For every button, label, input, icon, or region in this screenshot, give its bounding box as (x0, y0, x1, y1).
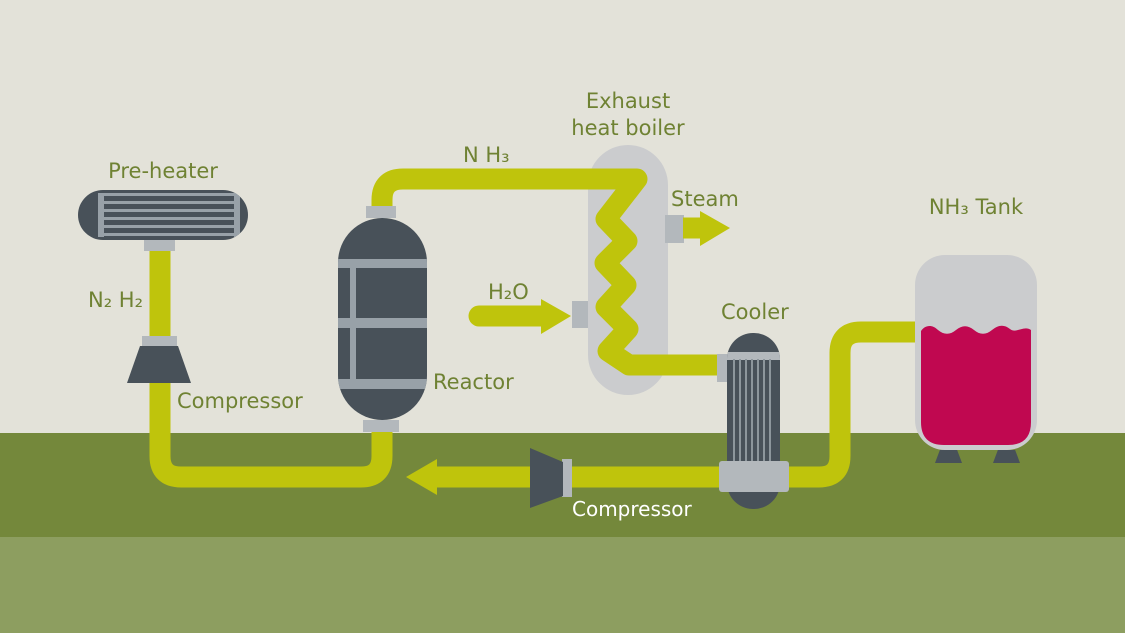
label-reactor: Reactor (433, 370, 514, 394)
label-nh3-line: N H₃ (463, 143, 510, 167)
nh3-tank-body (915, 255, 1037, 450)
ground-light-strip (0, 537, 1125, 633)
h2o-arrowhead (541, 299, 571, 334)
label-recycle-compressor: Compressor (572, 497, 692, 521)
cooler-bottom-band (719, 461, 789, 492)
steam-arrowhead (700, 211, 730, 246)
reactor-band-top (338, 259, 427, 268)
exhaust-heat-boiler-vessel (588, 145, 668, 395)
reactor-top-flange (366, 206, 396, 218)
reactor-band-bottom (338, 379, 427, 389)
label-exhaust-heat-boiler-line2: heat boiler (571, 116, 685, 140)
label-n2-h2: N₂ H₂ (88, 288, 144, 312)
pre-heater-body (78, 190, 248, 240)
reactor-bottom-flange (363, 420, 399, 432)
reactor-band-middle (338, 318, 427, 328)
pre-heater-nozzle (144, 240, 175, 251)
label-h2o: H₂O (488, 280, 529, 304)
label-exhaust-heat-boiler: Exhaust heat boiler (538, 88, 718, 142)
pre-heater-tubes (98, 193, 240, 237)
label-pre-heater: Pre-heater (108, 159, 218, 183)
label-feed-compressor: Compressor (177, 389, 303, 413)
cooler-inlet-flange (717, 354, 729, 382)
reactor-body (338, 218, 427, 420)
label-steam: Steam (671, 187, 739, 211)
cooler-top-band (727, 352, 780, 360)
feed-compressor-flange (142, 336, 177, 346)
cooler-fins (733, 359, 775, 463)
h2o-inlet-flange (572, 301, 588, 328)
label-exhaust-heat-boiler-line1: Exhaust (585, 89, 671, 113)
label-nh3-tank: NH₃ Tank (928, 195, 1024, 219)
tank-foot-right (993, 450, 1020, 463)
feed-compressor-body (127, 346, 191, 383)
tank-foot-left (935, 450, 962, 463)
reactor-vertical-band (350, 259, 356, 389)
label-cooler: Cooler (721, 300, 789, 324)
nh3-tank-liquid (921, 325, 1031, 445)
